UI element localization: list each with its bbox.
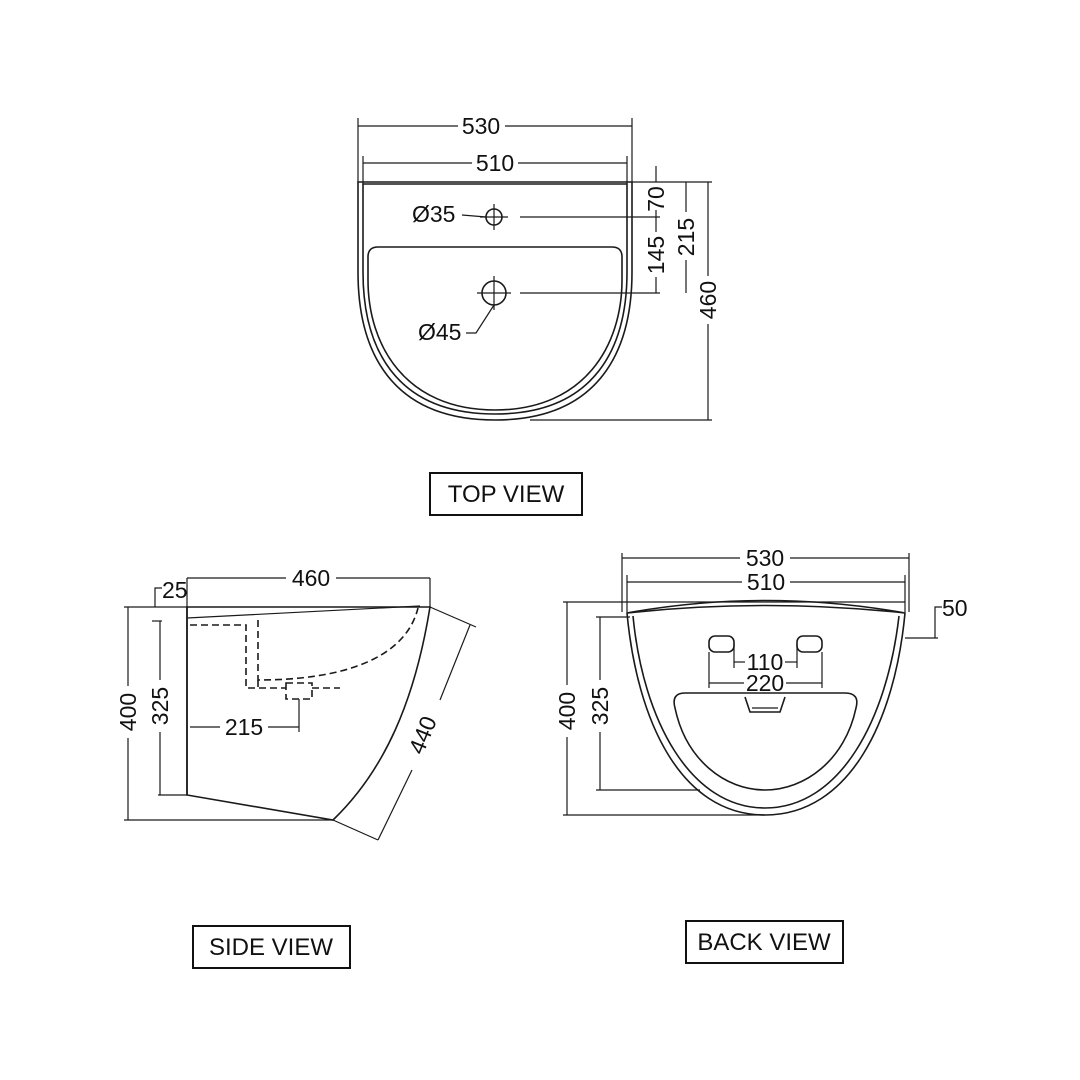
top-view-title-box [429, 472, 583, 516]
top-view-bowl-outline [367, 246, 623, 411]
side-view-outline [186, 606, 431, 821]
side-view-dim-460: 460 [292, 565, 330, 591]
back-view-inner-outline [632, 615, 900, 809]
top-view-dim-460: 460 [695, 281, 721, 319]
back-view-waste-slot [744, 696, 786, 713]
side-view-dim-400: 400 [115, 693, 141, 731]
back-view-dim-110: 110 [747, 649, 784, 675]
back-view-dim-220: 220 [746, 670, 784, 696]
back-view-dim-400: 400 [554, 692, 580, 730]
side-view: 440 460 25 400 325 215 SIDE VIEW [115, 565, 477, 969]
side-view-dim-325: 325 [147, 687, 173, 725]
side-view-bowl-hidden [257, 607, 419, 681]
back-view: 110 220 530 510 50 400 325 [554, 545, 968, 964]
side-view-dim-440: 440 [403, 712, 441, 757]
top-view-label-waste-hole: Ø45 [418, 319, 461, 345]
side-view-title-box [192, 925, 351, 969]
back-view-dim-530: 530 [746, 545, 784, 571]
top-view-dim-145: 145 [643, 236, 669, 274]
top-view-title: TOP VIEW [448, 481, 565, 508]
top-view-dim-215: 215 [673, 218, 699, 256]
back-view-title-box [685, 920, 844, 964]
bracket-right [796, 635, 823, 653]
back-view-dim-50: 50 [942, 595, 968, 621]
back-view-opening [673, 692, 858, 791]
top-view-outer-outline [357, 181, 633, 421]
top-view-inner-outline [362, 183, 628, 415]
top-view-dim-510: 510 [476, 150, 514, 176]
back-view-dim-325: 325 [587, 687, 613, 725]
top-view-label-tap-hole: Ø35 [412, 201, 455, 227]
side-view-dim-25: 25 [162, 577, 188, 603]
top-view-dim-530: 530 [462, 113, 500, 139]
top-view: 530 510 70 145 215 460 Ø35 Ø45 TOP VIEW [357, 113, 721, 516]
side-view-dim-215: 215 [225, 714, 263, 740]
back-view-outer-outline [626, 599, 906, 816]
back-view-title: BACK VIEW [697, 929, 831, 956]
back-view-dim-510: 510 [747, 569, 785, 595]
bracket-left [708, 635, 735, 653]
side-view-title: SIDE VIEW [209, 934, 333, 961]
top-view-dim-70: 70 [643, 186, 669, 212]
